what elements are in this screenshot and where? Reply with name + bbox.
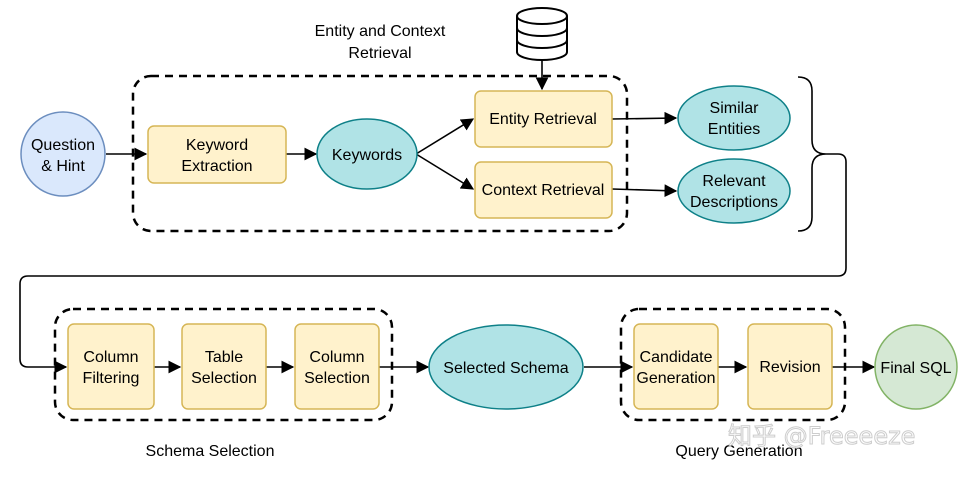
svg-text:Selection: Selection: [191, 370, 257, 387]
svg-text:Final SQL: Final SQL: [880, 360, 951, 377]
group-query-generation: [619, 307, 847, 422]
svg-text:Selected Schema: Selected Schema: [443, 360, 569, 377]
connectors: [19, 60, 876, 374]
node-relevant-descriptions: Relevant Descriptions: [677, 158, 791, 224]
database-icon: [516, 7, 568, 61]
group-label-query-generation: Query Generation: [675, 443, 802, 460]
node-context-retrieval: Context Retrieval: [474, 161, 613, 219]
node-final-sql: Final SQL: [874, 324, 958, 410]
svg-text:Context Retrieval: Context Retrieval: [482, 182, 605, 199]
svg-text:Relevant: Relevant: [702, 173, 766, 190]
svg-text:Generation: Generation: [636, 370, 715, 387]
group-label-entity-context-line1: Entity and Context: [315, 23, 446, 40]
node-keywords: Keywords: [316, 118, 418, 190]
node-candidate-generation: Candidate Generation: [633, 323, 719, 410]
svg-text:Column: Column: [309, 349, 364, 366]
svg-text:Extraction: Extraction: [181, 158, 252, 175]
svg-text:Keyword: Keyword: [186, 137, 248, 154]
node-question-hint: Question & Hint: [20, 111, 106, 197]
group-label-entity-context-line2: Retrieval: [348, 45, 411, 62]
node-revision: Revision: [747, 323, 833, 410]
group-label-schema-selection: Schema Selection: [146, 443, 275, 460]
svg-text:Similar: Similar: [710, 100, 760, 117]
svg-text:Entities: Entities: [708, 121, 760, 138]
svg-text:& Hint: & Hint: [41, 158, 85, 175]
brace-bracket: [797, 76, 827, 232]
svg-text:Revision: Revision: [759, 359, 820, 376]
node-selected-schema: Selected Schema: [428, 324, 584, 410]
node-table-selection: Table Selection: [181, 323, 267, 410]
svg-text:Column: Column: [83, 349, 138, 366]
node-column-filtering: Column Filtering: [67, 323, 155, 410]
node-keyword-extraction: Keyword Extraction: [147, 125, 287, 184]
svg-text:Question: Question: [31, 137, 95, 154]
svg-text:Descriptions: Descriptions: [690, 194, 778, 211]
svg-text:Filtering: Filtering: [83, 370, 140, 387]
svg-text:Selection: Selection: [304, 370, 370, 387]
svg-text:Entity Retrieval: Entity Retrieval: [489, 111, 597, 128]
node-similar-entities: Similar Entities: [677, 85, 791, 151]
node-column-selection: Column Selection: [294, 323, 380, 410]
watermark: 知乎 @Freeeeze: [728, 422, 915, 450]
svg-text:Keywords: Keywords: [332, 147, 402, 164]
svg-text:Table: Table: [205, 349, 243, 366]
svg-text:Candidate: Candidate: [640, 349, 713, 366]
node-entity-retrieval: Entity Retrieval: [474, 90, 613, 148]
